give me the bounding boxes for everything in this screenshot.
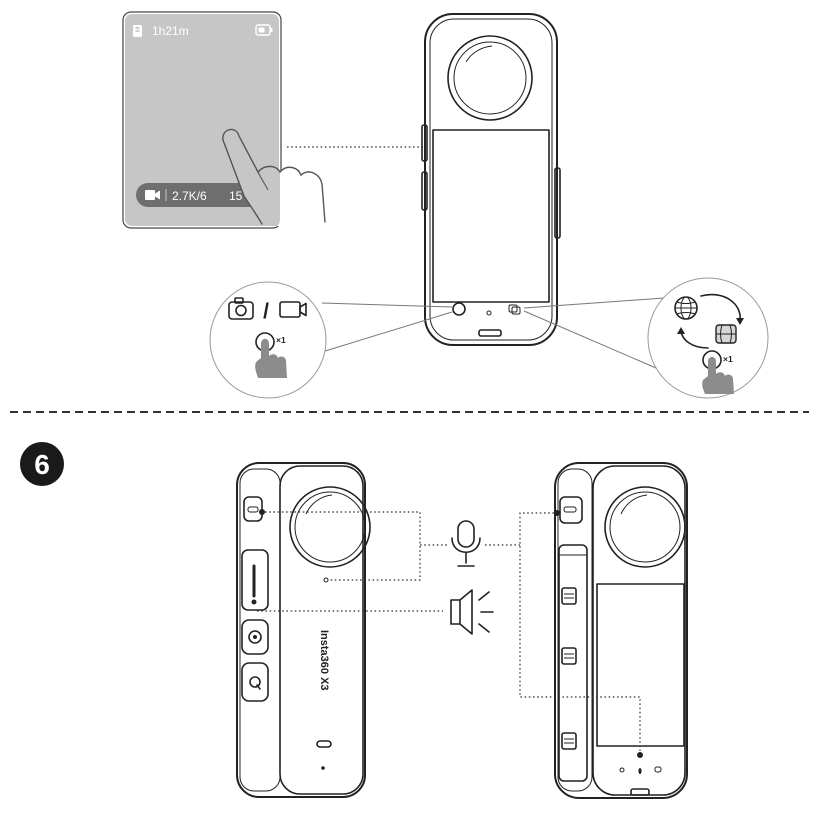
rotate-arrows-icon (677, 293, 744, 349)
view-switch-callout: ×1 (647, 277, 769, 399)
mic-marker-dot (554, 510, 560, 516)
step-badge: 6 (20, 442, 64, 486)
camera-back-angled-view (554, 462, 688, 799)
switch-lens-button (654, 766, 662, 773)
tap-count-label: ×1 (276, 335, 286, 345)
speaker-grille (559, 496, 583, 524)
hand-tap-icon (222, 128, 326, 226)
mic-hole (321, 766, 325, 770)
leader-line (321, 311, 453, 353)
bottom-tab (630, 788, 650, 796)
time-remaining-text: 1h21m (152, 24, 189, 38)
capture-mode-pill: 2.7K/6 15 (136, 183, 274, 207)
speaker-icon (450, 589, 494, 635)
model-label: Insta360 X3 (318, 630, 330, 691)
mic-marker-dot (637, 752, 643, 758)
shutter-button (619, 767, 625, 773)
camera-front-angled-view: Insta360 X3 (236, 462, 371, 798)
flat-view-icon (715, 324, 737, 344)
bottom-tab (478, 329, 502, 337)
mic-hole (486, 310, 492, 316)
microphone-icon (451, 520, 481, 567)
globe-360-icon (674, 296, 698, 320)
mode-separator: / (263, 300, 269, 323)
mic-hole (323, 577, 329, 583)
sd-card-icon (133, 25, 142, 37)
mic-hole (638, 768, 642, 774)
switch-lens-button (508, 304, 521, 315)
speaker-marker-dot (251, 599, 257, 605)
camera-screen (432, 129, 550, 303)
single-tap-icon (702, 350, 734, 394)
framerate-text: 15 (229, 189, 243, 203)
photo-camera-icon (228, 297, 254, 320)
single-tap-icon (255, 332, 287, 378)
resolution-text: 2.7K/6 (172, 189, 207, 203)
side-door (241, 549, 269, 611)
lens (604, 486, 686, 568)
mic-marker-dot (259, 509, 265, 515)
tap-count-label: ×1 (723, 354, 733, 364)
battery-icon (255, 24, 273, 36)
video-icon (145, 190, 160, 200)
touchscreen-panel: 1h21m 2.7K/6 15 (122, 11, 326, 229)
step-number: 6 (34, 449, 50, 480)
camera-back-view (421, 13, 561, 346)
side-door (554, 167, 561, 239)
battery-door (558, 544, 588, 782)
status-light (316, 740, 332, 748)
video-camera-icon (279, 301, 307, 318)
leader-line (321, 302, 453, 308)
power-button (241, 619, 269, 655)
leader-line (523, 310, 657, 369)
shutter-callout: / ×1 (209, 281, 327, 399)
side-button (421, 171, 428, 211)
q-button (241, 662, 269, 702)
microphone-guides (265, 511, 641, 751)
lens (447, 35, 533, 121)
shutter-button (452, 302, 466, 316)
side-button (421, 124, 428, 162)
leader-line (523, 297, 665, 309)
lens (289, 486, 371, 568)
